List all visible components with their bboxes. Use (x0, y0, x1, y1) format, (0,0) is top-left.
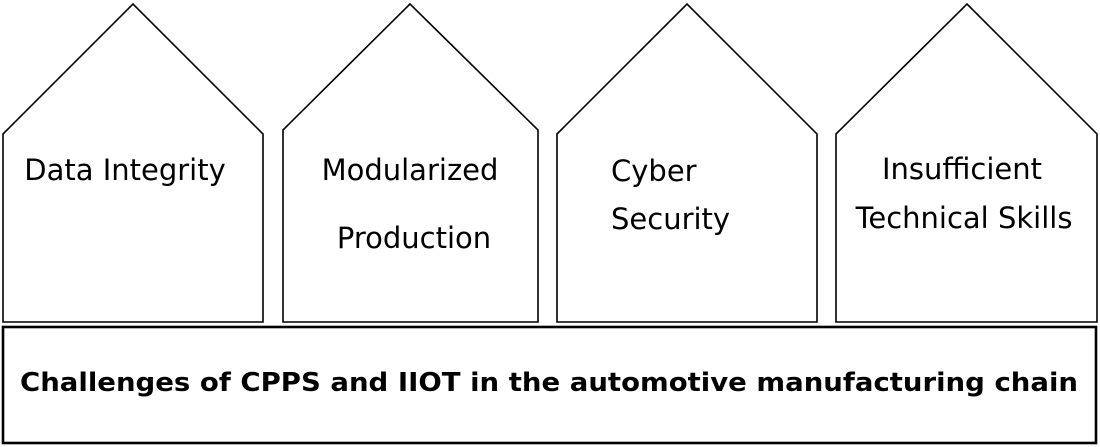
pillar-label-line: Technical Skills (855, 201, 1073, 235)
pillar-house-shape (835, 2, 1098, 323)
pillar-modularized-production: Modularized Production (282, 2, 539, 323)
foundation-label: Challenges of CPPS and IIOT in the autom… (20, 368, 1078, 398)
pillar-house-shape (2, 2, 264, 323)
pillar-label-line: Cyber (611, 154, 697, 188)
pillar-label-line: Production (337, 221, 491, 255)
foundation-block: Challenges of CPPS and IIOT in the autom… (1, 325, 1098, 445)
foundation-rect (1, 325, 1098, 445)
pillar-label-line: Insufficient (882, 152, 1042, 186)
pillar-label-line: Modularized (322, 153, 499, 187)
pillar-insufficient-technical-skills: Insufficient Technical Skills (835, 2, 1098, 323)
pillar-house-shape (282, 2, 539, 323)
pillar-cyber-security: Cyber Security (556, 2, 818, 323)
pillar-data-integrity: Data Integrity (2, 2, 264, 323)
pillar-label-line: Data Integrity (24, 153, 226, 187)
pillar-label-line: Security (611, 202, 730, 236)
pillar-house-shape (556, 2, 818, 323)
